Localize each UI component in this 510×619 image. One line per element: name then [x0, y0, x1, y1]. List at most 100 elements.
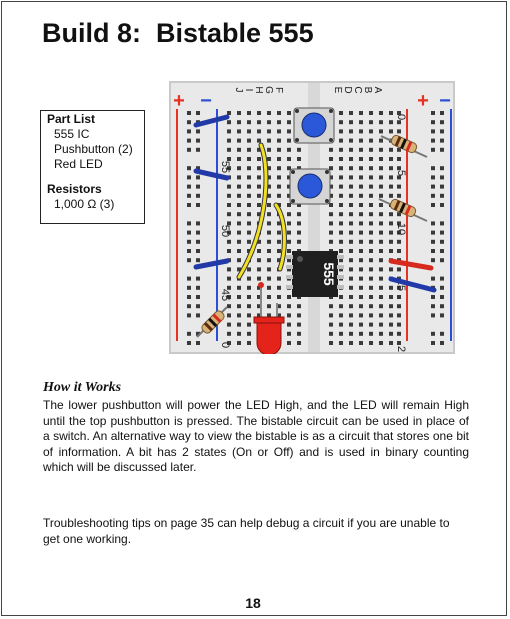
breadboard-hole — [431, 239, 435, 244]
breadboard-hole — [389, 341, 393, 345]
breadboard-hole — [227, 157, 231, 161]
breadboard-hole — [187, 230, 191, 235]
breadboard-hole — [440, 341, 444, 345]
breadboard-hole — [257, 249, 261, 253]
breadboard-hole — [329, 304, 333, 309]
row-number-label: 2 — [395, 346, 407, 352]
breadboard-hole — [369, 249, 373, 253]
breadboard-hole — [227, 203, 231, 207]
breadboard-hole — [267, 267, 271, 272]
breadboard-hole — [277, 285, 281, 290]
breadboard-hole — [389, 157, 393, 161]
breadboard-hole — [227, 313, 231, 318]
minus-rail-label-right: − — [439, 90, 451, 112]
breadboard-hole — [389, 322, 393, 327]
breadboard-hole — [339, 157, 343, 161]
breadboard-hole — [440, 129, 444, 134]
breadboard-hole — [431, 341, 435, 345]
row-number-label: 10 — [395, 223, 407, 235]
breadboard-hole — [379, 304, 383, 309]
breadboard-hole — [187, 239, 191, 244]
breadboard-hole — [397, 157, 401, 161]
breadboard-hole — [359, 111, 363, 115]
breadboard-hole — [277, 138, 281, 143]
breadboard-hole — [196, 184, 200, 189]
breadboard-hole — [187, 193, 191, 198]
breadboard-hole — [267, 193, 271, 198]
row-letter-label: G — [263, 86, 274, 94]
breadboard-hole — [287, 157, 291, 161]
breadboard-hole — [267, 166, 271, 171]
breadboard-hole — [369, 129, 373, 134]
breadboard-hole — [227, 331, 231, 336]
breadboard-hole — [196, 295, 200, 299]
breadboard-hole — [187, 203, 191, 207]
breadboard-hole — [257, 258, 261, 263]
breadboard-hole — [339, 184, 343, 189]
breadboard-hole — [389, 221, 393, 226]
breadboard-hole — [440, 230, 444, 235]
breadboard-hole — [349, 239, 353, 244]
wire-blue-lower-right — [388, 276, 437, 293]
breadboard-hole — [237, 285, 241, 290]
breadboard-hole — [196, 203, 200, 207]
breadboard-hole — [397, 313, 401, 318]
breadboard-hole — [339, 322, 343, 327]
breadboard-hole — [267, 203, 271, 207]
breadboard-hole — [247, 138, 251, 143]
breadboard-hole — [359, 166, 363, 171]
breadboard-hole — [389, 166, 393, 171]
breadboard-hole — [349, 267, 353, 272]
breadboard-hole — [397, 212, 401, 217]
breadboard-hole — [397, 249, 401, 253]
breadboard-hole — [369, 258, 373, 263]
breadboard-hole — [247, 212, 251, 217]
breadboard-hole — [329, 157, 333, 161]
breadboard-hole — [339, 138, 343, 143]
breadboard-hole — [257, 147, 261, 152]
part-item-pushbutton: Pushbutton (2) — [54, 142, 133, 156]
breadboard-hole — [397, 230, 401, 235]
breadboard-hole — [397, 147, 401, 152]
breadboard-hole — [237, 230, 241, 235]
resistor-item: 1,000 Ω (3) — [54, 197, 115, 211]
breadboard-hole — [339, 111, 343, 115]
part-list-box: Part List 555 IC Pushbutton (2) Red LED … — [40, 110, 145, 224]
breadboard-hole — [379, 147, 383, 152]
breadboard-hole — [379, 249, 383, 253]
breadboard-hole — [287, 175, 291, 180]
plus-rail-label-right: + — [417, 90, 429, 112]
breadboard-hole — [227, 249, 231, 253]
breadboard-hole — [297, 322, 301, 327]
breadboard-hole — [349, 341, 353, 345]
breadboard-hole — [329, 331, 333, 336]
breadboard-hole — [329, 166, 333, 171]
breadboard-hole — [389, 120, 393, 125]
breadboard-hole — [349, 157, 353, 161]
breadboard-hole — [196, 138, 200, 143]
row-letter-label: E — [332, 87, 343, 94]
breadboard-hole — [247, 203, 251, 207]
breadboard-hole — [247, 166, 251, 171]
breadboard-hole — [227, 212, 231, 217]
breadboard-hole — [379, 184, 383, 189]
breadboard-hole — [187, 304, 191, 309]
breadboard-hole — [359, 285, 363, 290]
breadboard-hole — [369, 267, 373, 272]
breadboard-hole — [440, 147, 444, 152]
breadboard-hole — [277, 230, 281, 235]
breadboard-hole — [389, 184, 393, 189]
chip-label: 555 — [321, 262, 337, 286]
breadboard-hole — [196, 239, 200, 244]
ic-555-chip: 555 — [286, 251, 344, 297]
breadboard-hole — [389, 239, 393, 244]
breadboard-hole — [369, 221, 373, 226]
breadboard-hole — [397, 295, 401, 299]
breadboard-hole — [431, 276, 435, 281]
breadboard-hole — [287, 267, 291, 272]
breadboard-hole — [196, 304, 200, 309]
resistor-bottom-left — [196, 306, 228, 338]
breadboard-hole — [247, 175, 251, 180]
breadboard-hole — [369, 295, 373, 299]
breadboard-hole — [237, 184, 241, 189]
